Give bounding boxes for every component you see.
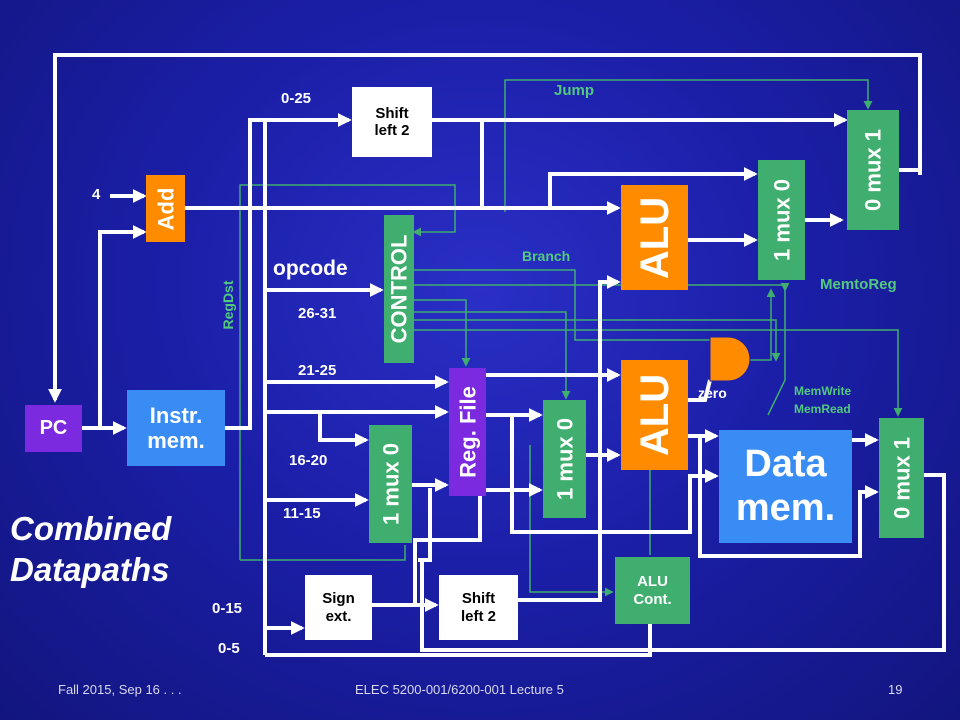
shift-left-bottom: Shift left 2: [439, 575, 518, 640]
footer-left: Fall 2015, Sep 16 . . .: [58, 682, 182, 697]
footer-page-number: 19: [888, 682, 903, 697]
pc-label: PC: [39, 417, 68, 439]
mux-regdst-label: 1 mux 0: [377, 443, 403, 525]
alu-branch: ALU: [621, 185, 688, 290]
mux-branch-label: 1 mux 0: [768, 179, 794, 261]
label-bits-26-31: 26-31: [298, 305, 337, 322]
label-bits-0-25: 0-25: [281, 90, 312, 107]
label-opcode: opcode: [273, 257, 348, 280]
data-wires: [48, 53, 946, 657]
instr-mem-line2: mem.: [147, 428, 205, 453]
instruction-memory: Instr. mem.: [127, 390, 225, 466]
branch-and-gate: [709, 336, 751, 382]
sign-ext-line2: ext.: [325, 607, 352, 625]
label-bits-21-25: 21-25: [298, 362, 337, 379]
shift-left-top: Shift left 2: [352, 87, 432, 157]
mux-alusrc-label: 1 mux 0: [551, 418, 577, 500]
slide-title-line1: Combined: [10, 510, 172, 547]
pc-register: PC: [25, 405, 82, 452]
sign-ext-line1: Sign: [322, 590, 355, 608]
sign-extend: Sign ext.: [305, 575, 372, 640]
pc-adder: Add: [146, 175, 185, 242]
data-mem-line1: Data: [744, 442, 827, 485]
label-regdst-text: RegDst: [220, 280, 236, 330]
mux-alusrc: 1 mux 0: [543, 400, 586, 518]
label-branch: Branch: [522, 248, 571, 264]
slide-title-line2: Datapaths: [10, 551, 170, 589]
data-memory: Data mem.: [719, 430, 852, 543]
mux-memtoreg: 0 mux 1: [879, 418, 924, 538]
alu-cont-line2: Cont.: [633, 590, 672, 608]
mux-jump: 0 mux 1: [847, 110, 899, 230]
label-four: 4: [92, 186, 101, 203]
alu-main: ALU: [621, 360, 688, 470]
add-label: Add: [152, 187, 178, 230]
slide-title: Combined Datapaths: [10, 508, 171, 591]
shift-bottom-line1: Shift: [461, 590, 496, 608]
label-memwrite: MemWrite: [794, 384, 852, 398]
label-bits-16-20: 16-20: [289, 452, 328, 469]
label-zero: zero: [698, 385, 727, 401]
label-bits-0-15: 0-15: [212, 600, 243, 617]
footer-center: ELEC 5200-001/6200-001 Lecture 5: [355, 682, 564, 697]
mux-memtoreg-label: 0 mux 1: [888, 437, 914, 519]
mux-jump-label: 0 mux 1: [860, 129, 886, 211]
shift-bottom-line2: left 2: [460, 607, 496, 625]
data-mem-line2: mem.: [735, 486, 836, 529]
control-label: CONTROL: [386, 234, 412, 344]
reg-file-label: Reg. File: [454, 386, 480, 478]
alu-cont-line1: ALU: [637, 573, 668, 591]
shift-top-line1: Shift: [375, 104, 409, 122]
register-file: Reg. File: [449, 368, 486, 496]
alu-control: ALU Cont.: [615, 557, 690, 624]
control-unit: CONTROL: [384, 215, 414, 363]
mux-branch: 1 mux 0: [758, 160, 805, 280]
label-memtoreg: MemtoReg: [820, 276, 897, 293]
label-bits-11-15: 11-15: [283, 505, 321, 522]
mux-regdst: 1 mux 0: [369, 425, 412, 543]
label-memread: MemRead: [794, 402, 851, 416]
instr-mem-line1: Instr.: [149, 402, 203, 428]
shift-top-line2: left 2: [374, 122, 410, 139]
alu-main-label: ALU: [632, 373, 677, 457]
alu-branch-label: ALU: [632, 196, 677, 279]
label-jump: Jump: [554, 82, 595, 99]
label-bits-0-5: 0-5: [218, 640, 240, 657]
